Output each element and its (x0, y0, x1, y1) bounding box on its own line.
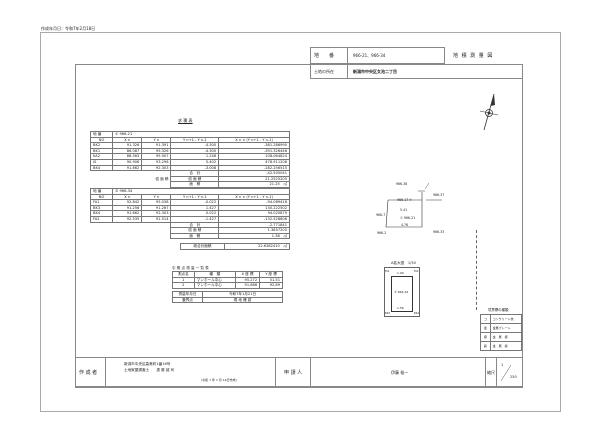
total-area-label: 総合計面積 (180, 243, 225, 250)
label-966-38: 966-38 (396, 182, 408, 186)
legend-title: 境界標の種類 (488, 308, 509, 312)
location-row: 土地の所在 新潟市中央区女池二丁目 (310, 64, 523, 79)
author-address: 新潟市中央区高美町1番16号 (124, 362, 171, 366)
enlarged-lot: ② 966-34 (394, 290, 409, 294)
location-value: 新潟市中央区女池二丁目 (353, 69, 397, 74)
applicant-name: 伊藤 裕一 (391, 370, 409, 375)
corner-mark: BK3 (385, 312, 390, 315)
label-966-2: 966-2 (377, 231, 387, 235)
author-name: 土地家屋調査士 遠 藤 誠 司 (124, 368, 175, 372)
cell: 92.89 (259, 282, 283, 289)
area-value: 21.25 ㎡ (218, 181, 290, 188)
corner-mark: FA2 (414, 270, 419, 273)
circle-1: ① (400, 216, 403, 220)
metal-rivet-icon: 鋲 (480, 341, 491, 351)
area-group-label: 倍 面 積 (155, 176, 169, 181)
corner-mark: FA1 (385, 270, 390, 273)
calc-title: 求 積 表 (178, 118, 193, 123)
legend-label: コンクリート杭 (489, 314, 523, 324)
cell: 51.51 (259, 276, 283, 284)
scale-label: 縮尺 (487, 370, 495, 375)
cell: 91.686 (234, 282, 261, 289)
boundary-label: 筆界点 (172, 296, 203, 304)
col-header: X 座 標 (234, 271, 261, 278)
lot-value: 966-21、966-34 (353, 53, 386, 58)
cell: 92.303 (141, 164, 172, 172)
outer-frame (40, 32, 561, 412)
legend-label: 金 属 標 (489, 332, 523, 342)
road-line (476, 230, 477, 310)
boundary-value: 現 地 確 認 (202, 296, 283, 304)
cell: 2 (172, 282, 195, 289)
legend-label: 金属プレート (489, 323, 523, 333)
enlarged-view: 1.90 ② 966-34 1.56 FA1 FA2 BK3 BK4 (384, 267, 420, 317)
document-title: 地 積 測 量 図 (453, 53, 494, 59)
survey-info-table: 測量年月日令和7年1月21日 筆界点現 地 確 認 (172, 291, 283, 304)
scale-slash (500, 364, 512, 382)
length-top: 5.41 (400, 208, 408, 212)
applicant-label: 申 請 人 (284, 370, 303, 376)
total-area-value: 22.6382410 ㎡ (224, 243, 290, 250)
label-966-37: 966-37 (433, 193, 445, 197)
enlarged-title: A拡大図 1/50 (391, 261, 416, 265)
length-bottom: 4.76 (401, 223, 409, 227)
area-value: 1.38 ㎡ (218, 232, 290, 240)
area-label: 面 積 (170, 232, 220, 240)
enlarged-bottom-length: 1.56 (397, 306, 404, 310)
lot-966-21-circle: ① 966-21 (400, 216, 415, 220)
col-header: 種 類 (193, 271, 237, 278)
footer: 作 成 者 新潟市中央区高美町1番16号 土地家屋調査士 遠 藤 誠 司 (令和… (75, 357, 523, 387)
metal-plate-icon: 金 (480, 323, 491, 333)
inner-frame (75, 64, 523, 388)
cell: 91.514 (141, 216, 172, 223)
author-date: (令和 7 年 1 月 16日作成) (201, 378, 237, 382)
metal-marker-icon: 標 (480, 332, 491, 342)
label-966-21: 966-21 (403, 216, 416, 220)
scale-denominator: 250 (510, 375, 517, 379)
location-label: 土地の所在 (314, 69, 334, 74)
north-arrow-icon (479, 93, 499, 131)
cell: マンホール中心 (193, 282, 237, 289)
cell: 95.272 (234, 276, 261, 284)
scale-numerator: 1 (501, 363, 504, 367)
col-header: Y 座 標 (259, 271, 283, 278)
author-label: 作 成 者 (79, 370, 98, 376)
concrete-post-icon: コ (480, 314, 491, 324)
label-966-17: 966-17 (397, 198, 409, 202)
cell: マンホール中心 (193, 276, 237, 284)
enlarged-top-length: 1.90 (397, 271, 404, 275)
corner-mark: BK4 (414, 312, 419, 315)
cell: FA2 (89, 216, 114, 223)
area-label: 面 積 (170, 181, 220, 188)
survey-date: 令和7年1月21日 (202, 291, 283, 298)
circle-2-marker: ② (409, 198, 412, 202)
ref-table-title: 引 照 点 測 量 一 覧 表 (172, 266, 209, 270)
legend-table: ココンクリート杭 金金属プレート 標金 属 標 鋲金 属 鋲 (480, 314, 523, 351)
label-966-33: 966-33 (433, 230, 445, 234)
label-966-7: 966-7 (376, 213, 386, 217)
legend-label: 金 属 鋲 (489, 341, 523, 351)
lot-number-row: 地 番 966-21、966-34 (310, 47, 445, 64)
plot-diagram (385, 182, 442, 228)
lot-label: 地 番 (314, 53, 335, 59)
cell: BK4 (89, 164, 114, 172)
created-date: 作成年月日：令和7年2月18日 (41, 26, 96, 31)
